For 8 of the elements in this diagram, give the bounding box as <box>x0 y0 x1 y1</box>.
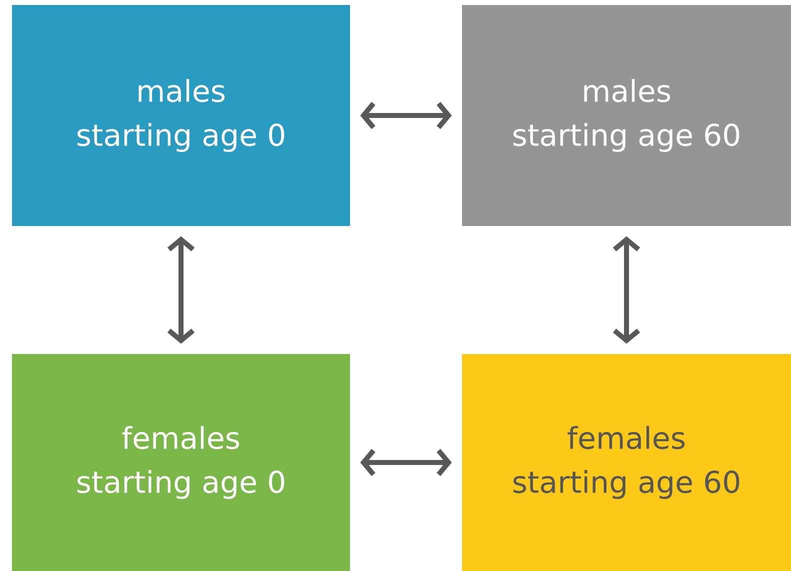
double-arrow <box>360 102 452 130</box>
box: males starting age 0 <box>12 5 350 226</box>
box: females starting age 0 <box>12 354 350 571</box>
box: males starting age 60 <box>462 5 791 226</box>
box: females starting age 60 <box>462 354 791 571</box>
double-arrow <box>167 236 195 344</box>
double-arrow <box>612 236 640 344</box>
double-arrow <box>360 448 452 476</box>
